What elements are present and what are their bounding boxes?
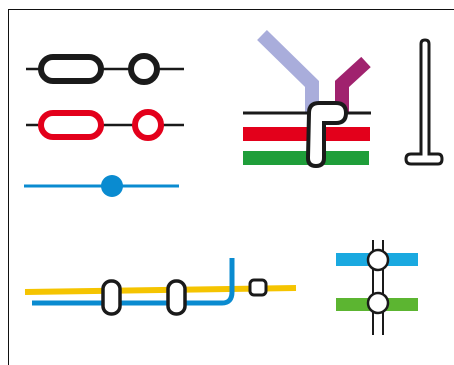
red-band (243, 127, 370, 141)
parallel-lines-interchange (24, 258, 297, 316)
junction-node-bottom (366, 291, 390, 315)
red-station-circle (132, 109, 164, 141)
lavender-line (257, 30, 319, 112)
terminus-stub (404, 38, 444, 166)
simple-station-blue (24, 175, 179, 197)
multi-line-interchange (243, 30, 371, 169)
blue-line-curved (32, 258, 235, 306)
connector-fill (374, 262, 382, 298)
canvas-frame (8, 9, 454, 365)
interchange-connector (305, 101, 349, 169)
interchange-capsule-left (101, 279, 122, 316)
blue-station-dot (101, 175, 123, 197)
interchange-capsule-right (166, 279, 187, 316)
two-line-junction-station (336, 240, 418, 335)
interchange-station-black (26, 53, 184, 85)
black-interchange-capsule (38, 54, 104, 84)
small-station-square (248, 278, 268, 297)
terminus-outline (404, 38, 444, 166)
purple-line (335, 56, 371, 112)
interchange-station-red (26, 109, 184, 141)
red-interchange-capsule (38, 110, 104, 140)
black-station-circle (128, 53, 160, 85)
junction-node-top (366, 248, 390, 272)
